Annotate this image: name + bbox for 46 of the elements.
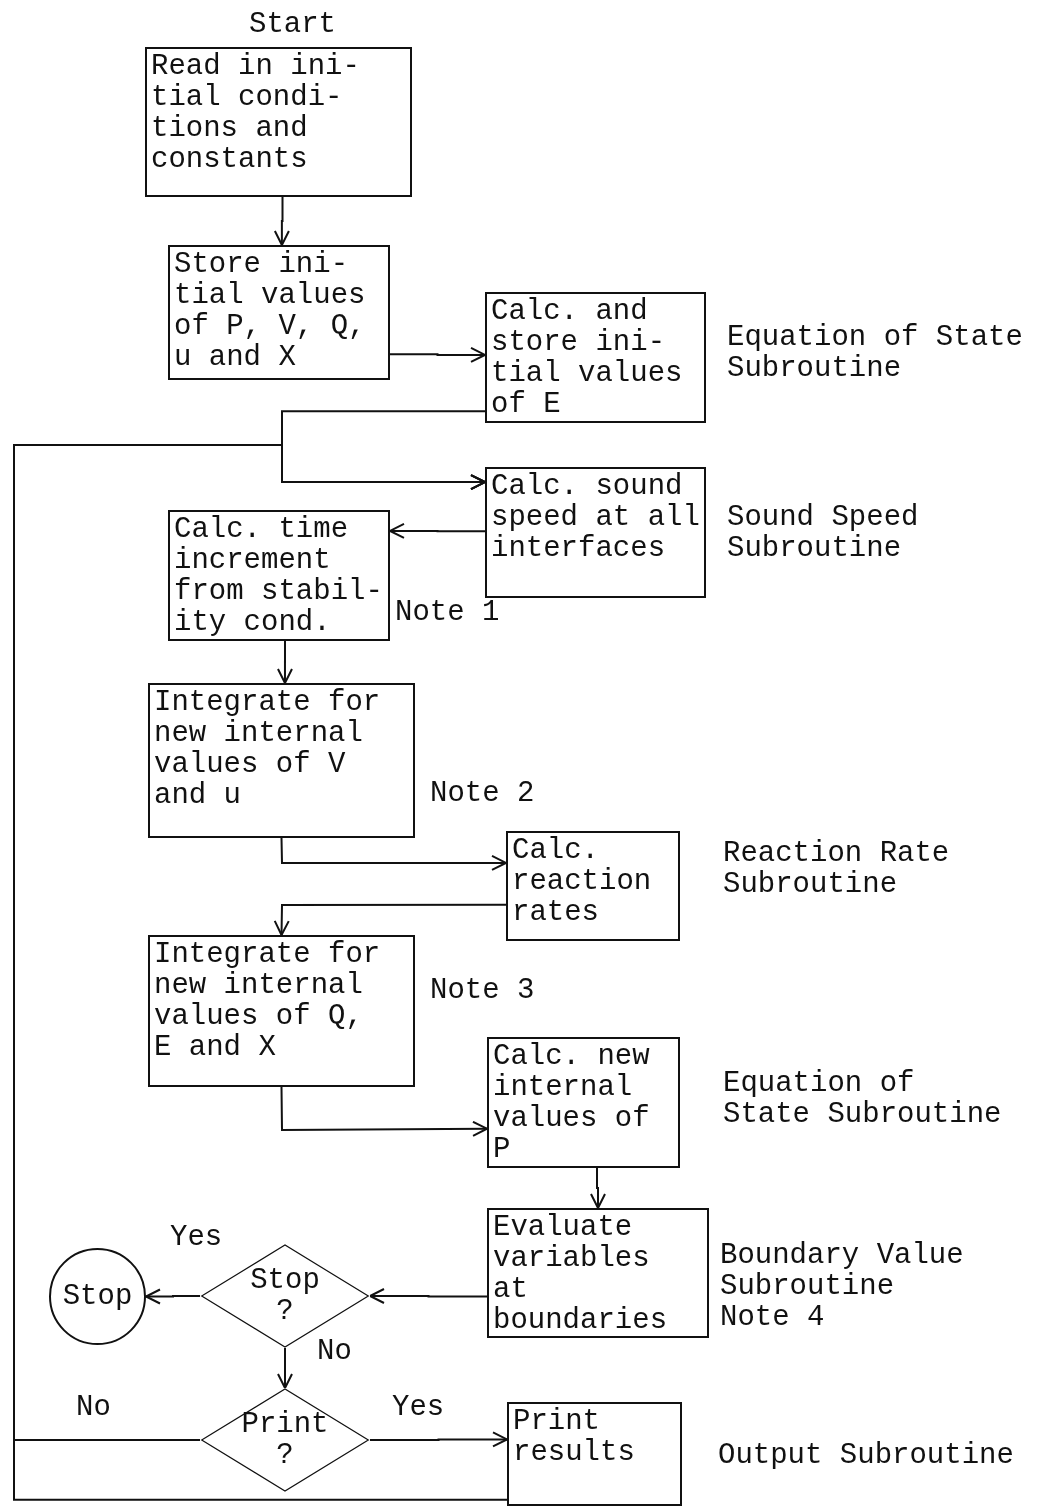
process-box xyxy=(506,831,680,941)
step-text: Print results xyxy=(513,1406,636,1468)
step-text: Calc. sound speed at all interfaces xyxy=(491,471,701,564)
arrow xyxy=(280,1086,488,1137)
step-text: Integrate for new internal values of V and u xyxy=(154,687,382,811)
step-text: Integrate for new internal values of Q, E and X xyxy=(154,939,382,1063)
annotation-text: Equation of State Subroutine xyxy=(723,1068,1003,1130)
arrow xyxy=(145,1288,201,1305)
arrow xyxy=(277,1347,293,1389)
process-box xyxy=(485,292,706,423)
annotation-text: Boundary Value Subroutine xyxy=(720,1240,965,1302)
process-box xyxy=(485,467,706,598)
arrow xyxy=(389,346,486,363)
step-text: Evaluate variables at boundaries xyxy=(493,1212,669,1336)
step-text: Calc. new internal values of P xyxy=(493,1041,651,1165)
arrow xyxy=(369,1431,508,1448)
annotation-text: Output Subroutine xyxy=(718,1440,1015,1471)
process-box xyxy=(507,1402,682,1506)
arrow xyxy=(273,903,507,936)
annotation-text: Note 3 xyxy=(430,975,536,1006)
process-box xyxy=(168,245,390,380)
process-box xyxy=(487,1208,709,1338)
arrow xyxy=(276,640,293,684)
annotation-text: Note 4 xyxy=(720,1302,826,1333)
arrow xyxy=(389,522,486,539)
arrow xyxy=(273,196,290,246)
step-text: Store ini- tial values of P, V, Q, u and X xyxy=(174,249,367,373)
arrow xyxy=(590,1167,606,1209)
start-label: Start xyxy=(249,9,336,40)
decision-text: Print ? xyxy=(240,1409,330,1471)
arrow xyxy=(280,837,507,871)
process-box xyxy=(148,935,415,1087)
process-box xyxy=(148,683,415,838)
step-text: Calc. and store ini- tial values of E xyxy=(491,296,684,420)
annotation-text: Note 2 xyxy=(430,778,536,809)
annotation-text: Reaction Rate Subroutine xyxy=(723,838,951,900)
step-text: Calc. time increment from stabil- ity cond. xyxy=(174,514,384,638)
annotation-text: Sound Speed Subroutine xyxy=(727,502,920,564)
process-box xyxy=(487,1037,680,1168)
arrow xyxy=(369,1288,488,1304)
decision-text: Stop ? xyxy=(249,1265,321,1327)
terminal-text: Stop xyxy=(62,1281,133,1312)
annotation-text: Equation of State Subroutine xyxy=(727,322,1024,384)
annotation-text: Note 1 xyxy=(395,597,501,628)
step-text: Read in ini- tial condi- tions and constants xyxy=(151,51,361,175)
step-text: Calc. reaction rates xyxy=(512,835,653,928)
